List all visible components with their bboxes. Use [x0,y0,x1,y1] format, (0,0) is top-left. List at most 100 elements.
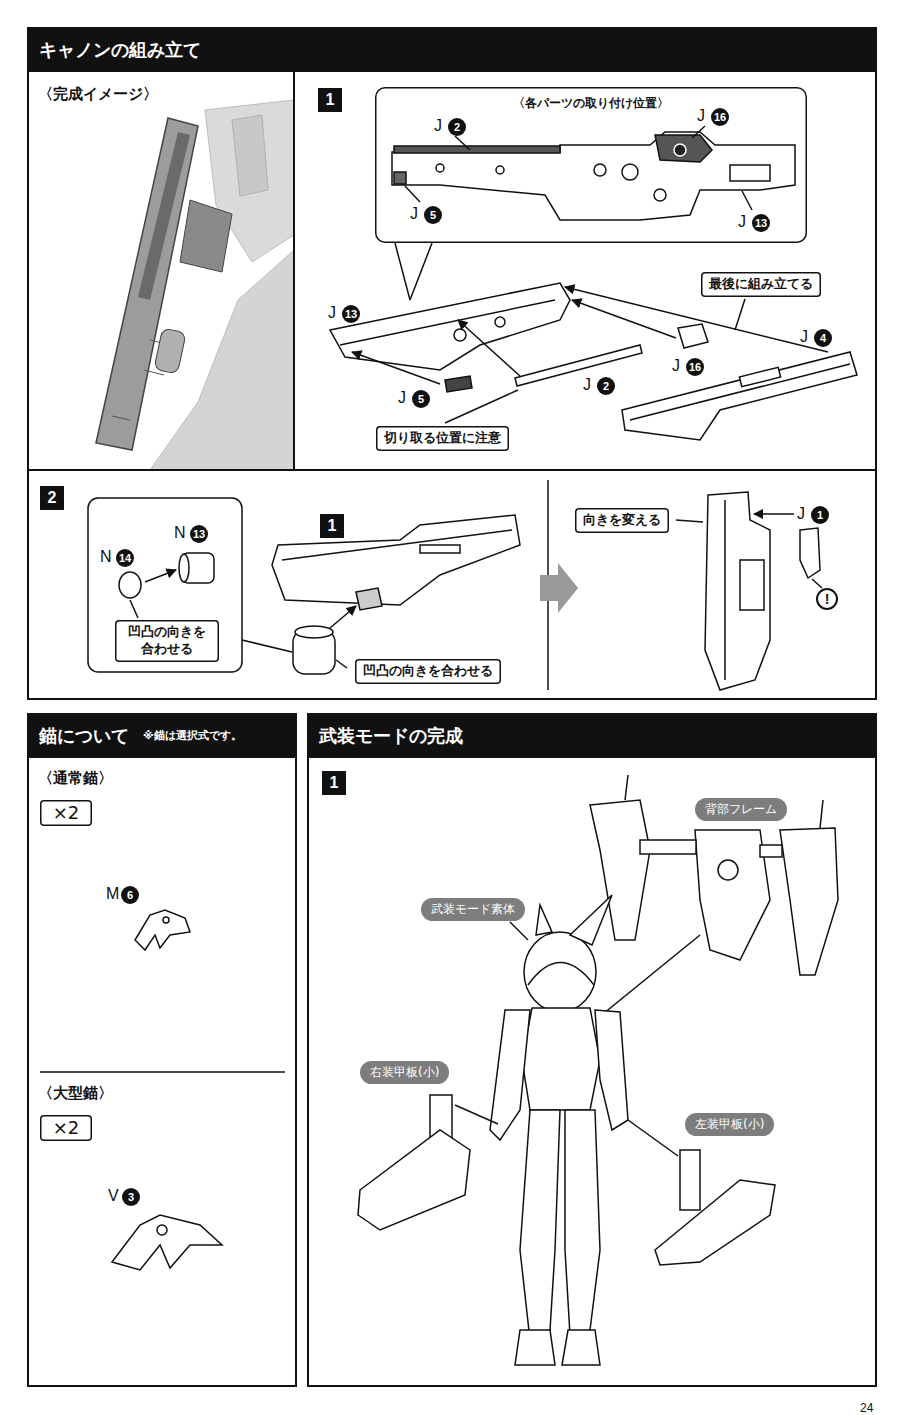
label-anchor: J [398,388,406,407]
step2-detail-part [676,520,703,522]
label-anchor: 2 [448,116,466,136]
part-letter: J [583,376,591,393]
section-subheading: 〈通常錨〉 [38,769,113,787]
step-number: 1 [318,88,342,112]
part-letter: N [100,548,112,565]
armed-mode-drawing-part [655,1180,775,1265]
finished-cannon-image-part [154,328,186,374]
step2-detail-part [272,515,520,605]
cannon-parts-part [445,376,472,392]
step2-detail-part [88,498,242,672]
step2-detail-part [336,660,347,668]
header-bar: 錨について※錨は選択式です。 [27,713,297,758]
part-number: 2 [597,377,615,395]
box-text: 1 [326,91,335,108]
armed-mode-drawing-part [536,905,552,935]
part-number: 1 [811,506,829,524]
armed-mode-drawing-part [598,935,700,1018]
step2-detail-part [145,570,176,582]
label-anchor: J [697,106,705,125]
section-title: キャノンの組み立て [39,38,201,62]
label-anchor: 5 [412,388,430,408]
armed-mode-drawing-part [358,1130,470,1230]
label-anchor: 13 [342,303,360,323]
part-letter: J [672,357,680,374]
step2-detail-part [724,500,726,680]
step2-detail-part [356,588,382,610]
step2-detail [88,492,822,690]
cannon-parts-part [739,367,780,386]
box-text: 凹凸の向きを合わせる [363,663,493,678]
cannon-parts-part [454,329,466,341]
anchor-drawing-part [163,917,169,923]
part-group-label: 右装甲板(小) [360,1061,449,1084]
finished-cannon-image-part [150,250,293,469]
part-letter: M [106,885,119,902]
cannon-frame-detail-part [394,172,406,184]
cannon-parts [330,283,857,440]
finished-cannon-image-part [112,416,130,420]
step-number: 1 [320,514,344,538]
step2-detail-part [740,560,764,610]
box-text: 1 [330,774,339,791]
cannon-parts-part [495,317,505,327]
label-anchor: J [797,504,805,523]
armed-mode-drawing-part [490,1010,530,1140]
part-group-label: 武装モード素体 [421,898,525,921]
armed-mode-drawing-part [520,1110,560,1340]
note-box: 凹凸の向きを合わせる [355,659,501,684]
quantity-box: ×2 [40,1115,92,1141]
cannon-parts-part [630,364,850,420]
label-anchor: ! [816,588,838,610]
cannon-frame-detail-part [405,186,420,202]
anchor-drawing-part [135,910,190,950]
note-box: 切り取る位置に注意 [376,426,509,451]
label-anchor: 16 [711,106,729,126]
armed-mode-drawing-part [820,800,823,828]
box-text: ×2 [53,1117,80,1138]
finished-cannon-image [96,100,293,469]
label-anchor: 13 [190,523,208,543]
armed-mode-drawing-part [595,1010,628,1130]
armed-mode-drawing-part [510,922,528,940]
part-letter: J [697,107,705,124]
armed-mode-drawing-part [695,830,770,960]
box-text: 武装モード素体 [431,902,515,916]
cannon-parts-part [735,299,745,330]
cannon-frame-detail-part [436,164,444,172]
box-text: 1 [328,517,337,534]
part-number: 2 [448,118,466,136]
section-frame: 武装モードの完成1背部フレーム武装モード素体右装甲板(小)左装甲板(小) [307,713,877,1387]
armed-mode-drawing-part [565,1110,600,1335]
step2-detail-part [179,554,189,582]
armed-mode-drawing-part [455,1105,498,1124]
label-anchor: 2 [597,375,615,395]
finished-cannon-image-part [232,115,268,196]
label-anchor: N [100,547,112,566]
label-anchor: 6 [121,884,139,904]
zoom-tail [395,243,432,300]
label-anchor: N [174,523,186,542]
part-group-label: 背部フレーム [695,798,787,821]
step-number: 2 [40,486,64,510]
section-subheading: 〈完成イメージ〉 [38,85,158,103]
part-letter: V [108,1187,119,1204]
cannon-parts-part [352,352,440,384]
label-anchor: V [108,1186,119,1205]
finished-cannon-image-part [180,200,232,272]
cannon-frame-detail-part [730,165,770,181]
anchor-drawing-part [157,1225,167,1235]
cannon-frame-detail-part [654,189,666,201]
armed-mode-drawing-part [524,932,596,1012]
label-anchor: 24 [860,1397,873,1415]
box-text: 背部フレーム [705,802,777,816]
armed-mode-drawing-part [562,1330,600,1365]
part-letter: J [434,117,442,134]
panel-divider [27,72,877,690]
armed-mode-drawing-part [628,1120,678,1156]
label-anchor: 3 [122,1186,140,1206]
armed-mode-drawing-part [680,1150,700,1210]
section-subheading: 〈大型錨〉 [38,1084,113,1102]
panel-divider-part [27,469,877,471]
label-anchor: J [410,204,418,223]
